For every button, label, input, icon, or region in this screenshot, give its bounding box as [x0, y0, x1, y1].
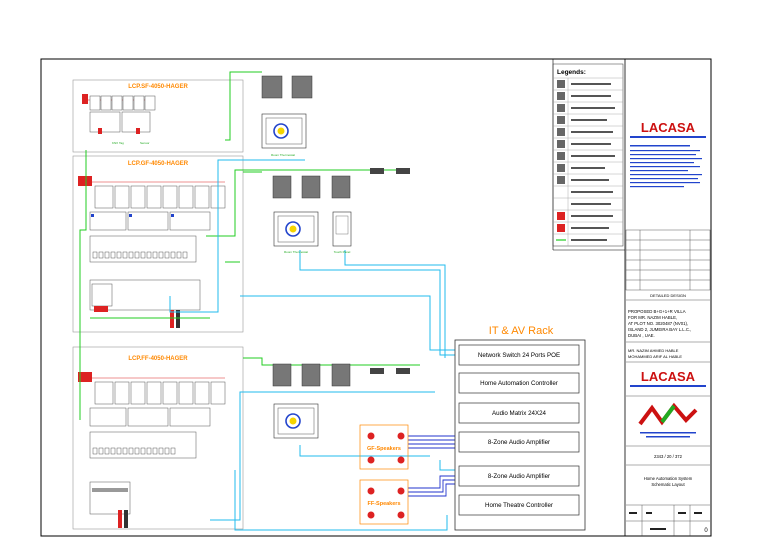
- logo-top: LACASA: [641, 120, 696, 135]
- legend-title: Legends:: [557, 69, 586, 76]
- sf-field-devices: Room Thermostat: [261, 75, 313, 157]
- rack-device-amplifier-1: 8-Zone Audio Amplifier: [488, 439, 550, 446]
- speaker-wiring: [408, 435, 455, 497]
- project-line-4: ISLAND 2, JUMEIRA BAY L.L.C.,: [628, 327, 691, 332]
- network-wiring: [169, 159, 455, 531]
- panel-gf-title: LCP.GF-4050-HAGER: [128, 161, 189, 167]
- drawing-border: [40, 58, 712, 537]
- project-line-3: AT PLOT NO. 3020487 (NV01),: [628, 321, 688, 326]
- project-line-1: PROPOSED B+G+1+R VILLA: [628, 309, 686, 314]
- panel-sf: LCP.SF-4050-HAGER KNX Tag Sensor: [72, 79, 244, 153]
- rack-device-audio-matrix: Audio Matrix 24X24: [492, 410, 547, 417]
- legend: Legends:: [552, 63, 624, 247]
- rack-title: IT & AV Rack: [489, 325, 554, 337]
- drawing-title-line-2: Schematic Layout: [651, 482, 685, 487]
- title-block: LACASA DETAILED DESIGN PROPOSED B+G+1+R …: [625, 120, 711, 536]
- svg-text:Sensor: Sensor: [140, 141, 150, 145]
- speaker-group-ff-label: FF-Speakers: [367, 501, 400, 507]
- owner-line-2: MOHAMMED ARIF AL HABLE: [628, 354, 682, 359]
- logo-bottom: LACASA: [641, 369, 696, 384]
- owner-line-1: MR. NAZIM AHMED HABLE: [628, 348, 679, 353]
- drawing-title-line-1: Home Automation System: [644, 476, 693, 481]
- project-line-2: FOR MR. NAZIM HABLE,: [628, 315, 677, 320]
- rack-device-amplifier-2: 8-Zone Audio Amplifier: [488, 473, 550, 480]
- svg-text:0: 0: [704, 528, 708, 534]
- panel-ff: LCP.FF-4050-HAGER: [72, 346, 244, 530]
- svg-text:Room Thermostat: Room Thermostat: [271, 153, 295, 157]
- sheet-title: DETAILED DESIGN: [650, 293, 686, 298]
- svg-text:Room Thermostat: Room Thermostat: [284, 250, 308, 254]
- project-line-5: DUBAI , UAE.: [628, 333, 655, 338]
- speaker-group-gf: GF-Speakers: [359, 424, 409, 470]
- panel-gf: LCP.GF-4050-HAGER: [72, 155, 244, 333]
- speaker-group-gf-label: GF-Speakers: [367, 446, 401, 452]
- it-av-rack: IT & AV Rack Network Switch 24 Ports POE…: [454, 325, 586, 531]
- svg-text:KNX Tag: KNX Tag: [112, 141, 124, 145]
- gf-field-devices: Room Thermostat Touch Panel: [272, 168, 410, 254]
- rack-device-ha-controller: Home Automation Controller: [480, 380, 558, 387]
- ff-field-devices: [272, 363, 410, 439]
- drawing-number: 2343 / 20 / 372: [654, 454, 683, 459]
- panel-sf-title: LCP.SF-4050-HAGER: [128, 84, 188, 90]
- rack-device-ht-controller: Home Theatre Controller: [485, 502, 553, 509]
- panel-ff-title: LCP.FF-4050-HAGER: [128, 356, 188, 362]
- speaker-group-ff: FF-Speakers: [359, 479, 409, 525]
- rack-device-network-switch: Network Switch 24 Ports POE: [478, 352, 560, 359]
- svg-text:Touch Panel: Touch Panel: [334, 250, 351, 254]
